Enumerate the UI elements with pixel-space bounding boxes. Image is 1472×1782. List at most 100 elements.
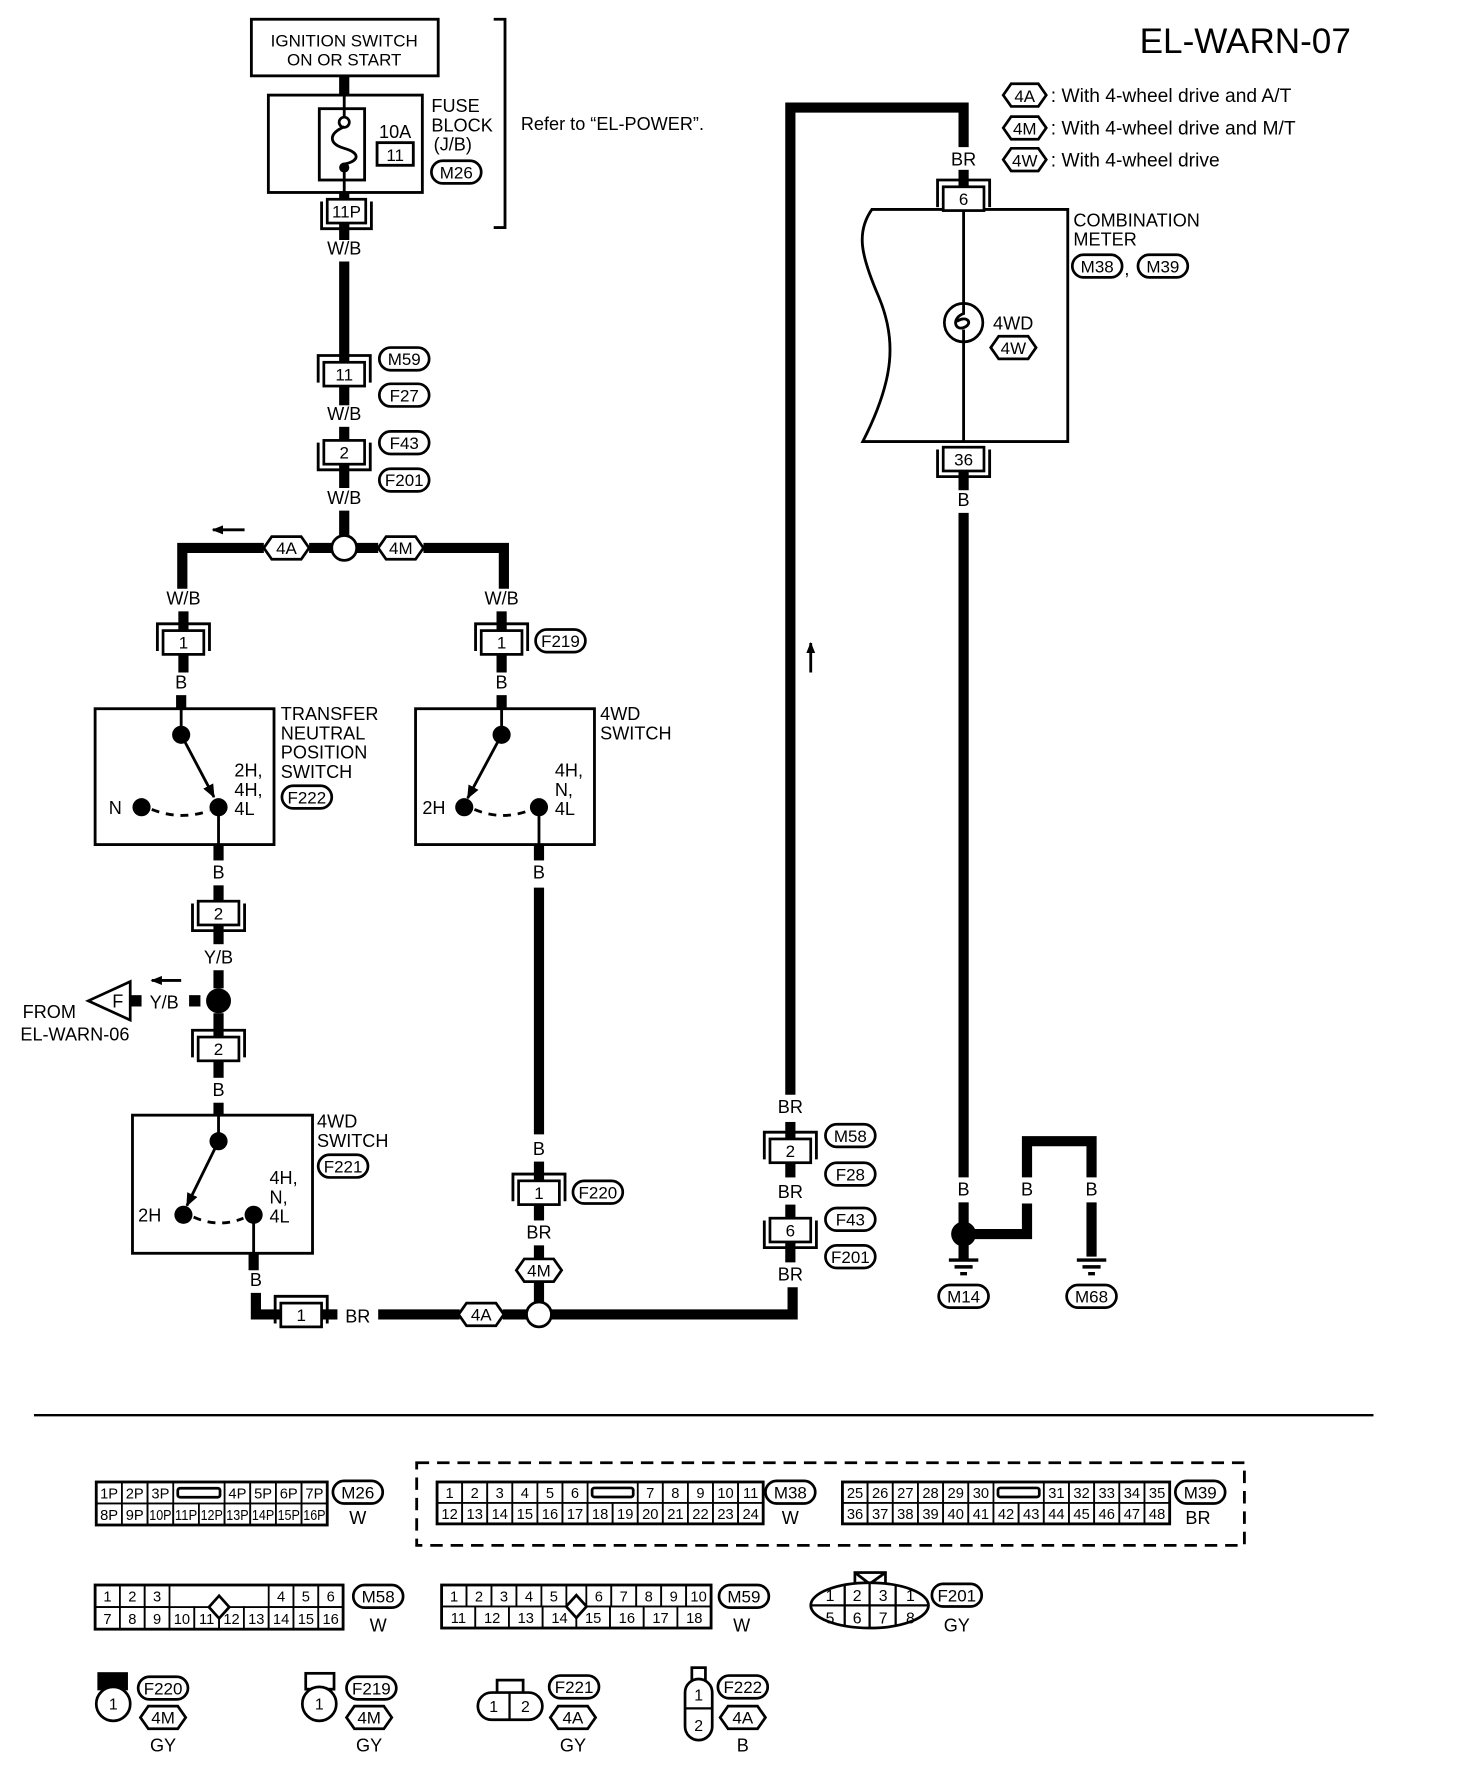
pin-label: 1 (315, 1697, 324, 1714)
switch-pivot (209, 1132, 228, 1151)
bulb-filament-icon (954, 303, 971, 342)
connector-color: BR (1185, 1508, 1210, 1528)
pin-label: 33 (1099, 1486, 1115, 1502)
wire-color-label: BR (778, 1097, 803, 1117)
pin-label: 6 (595, 1589, 603, 1605)
connector-key-diamond (564, 1593, 589, 1620)
wire-color-label: BR (778, 1264, 803, 1284)
pin-label: 3 (879, 1588, 888, 1605)
pin-label: 5 (546, 1486, 554, 1502)
pin-label: 5P (254, 1486, 272, 1502)
connector-ref-f219: F219 (534, 628, 587, 654)
inline-connector: 1 (155, 622, 211, 656)
connector-ref-label: F221 (324, 1157, 363, 1176)
connector-ref-m14: M14 (937, 1283, 990, 1309)
legend-item-4a: 4A : With 4-wheel drive and A/T (1001, 82, 1292, 108)
connector-pin-number: 2 (340, 444, 349, 463)
pin-label: 3 (153, 1590, 161, 1606)
pin-label: 1 (109, 1697, 118, 1714)
pin-label: 10 (174, 1612, 190, 1628)
pin-label: 12 (484, 1611, 500, 1627)
pin-label: 15 (517, 1507, 533, 1523)
combination-meter-connector-group (415, 1461, 1246, 1547)
connector-pin-number: 6 (786, 1221, 795, 1240)
connector-ref-m59: M59 (377, 346, 431, 372)
connector-shell (191, 903, 246, 933)
connector-key-slot (590, 1486, 635, 1499)
inline-connector: 1 (273, 1294, 329, 1329)
pin-label: 6P (280, 1486, 298, 1502)
connector-ref-m26: M26 (430, 159, 483, 185)
connector-ref-outline (824, 1244, 877, 1270)
connector-ref-label: M26 (341, 1483, 374, 1502)
pin-label: 8P (100, 1508, 118, 1524)
transfer-neutral-position-switch: N 2H, 4H, 4L TRANSFER NEUTRAL POSITION S… (93, 704, 378, 846)
connector-shell (474, 622, 530, 651)
pin-label: 13 (518, 1611, 534, 1627)
connector-view-label: M38 (764, 1479, 817, 1505)
splice-junction-filled (951, 1221, 977, 1247)
connector-ref-outline (345, 1675, 398, 1701)
option-tag-label: 4A (563, 1709, 584, 1728)
connector-outline (841, 1480, 1172, 1526)
inline-connector: 6 (762, 1216, 818, 1250)
option-tag-4w: 4W (989, 334, 1038, 361)
connector-terminal-box (479, 629, 524, 656)
pin-dividers (811, 1582, 928, 1629)
pin-label: 32 (1073, 1486, 1089, 1502)
legend: 4A : With 4-wheel drive and A/T 4M : Wit… (1001, 82, 1296, 173)
connector-ref-label: F43 (836, 1211, 865, 1230)
option-tag-4m: 4M (376, 535, 426, 561)
connector-shell (316, 442, 372, 472)
connector-outline (435, 1480, 765, 1526)
connector-ref-label: F220 (579, 1183, 618, 1202)
switch-box (414, 707, 596, 846)
option-tag-hexagon (514, 1257, 564, 1283)
connector-shell (320, 201, 373, 231)
pin-label: 16 (542, 1507, 558, 1523)
pin-label: 1 (446, 1486, 454, 1502)
option-tag: 4A (718, 1704, 768, 1731)
pin-label: 12P (201, 1508, 223, 1524)
option-tag-hexagon (718, 1704, 768, 1731)
connector-ref-outline (377, 382, 431, 408)
switch-box (93, 707, 276, 846)
pin-label: 41 (973, 1507, 989, 1523)
combination-meter: 4WD COMBINATION METER , (860, 208, 1200, 443)
wire-color-label: BR (345, 1306, 370, 1326)
wire-color-label: W/B (327, 488, 361, 508)
pin-label: 2P (126, 1486, 144, 1502)
connector-terminal-box (768, 1216, 813, 1244)
fuse-block-label: FUSE (431, 96, 479, 116)
connector-terminal-box (279, 1301, 323, 1329)
connector-shell (273, 1294, 329, 1324)
connector-pin-number: 1 (179, 634, 188, 653)
connector-color: GY (560, 1735, 586, 1755)
option-tag-hexagon (989, 334, 1038, 361)
wire-color-label: W/B (327, 239, 361, 259)
pin-label: 43 (1023, 1507, 1039, 1523)
pin-label: 18 (592, 1507, 608, 1523)
wire-color-label: W/B (166, 589, 200, 609)
inline-connector: 1 (511, 1172, 567, 1206)
option-tag-label: 4A (276, 539, 297, 558)
wire-color-label: B (250, 1270, 262, 1290)
wire-color-label: B (212, 863, 224, 883)
option-tag-hexagon (376, 535, 426, 561)
connector-ref-outline (377, 467, 431, 493)
wires (130, 74, 1097, 1320)
pin-label: 2 (521, 1699, 530, 1716)
option-tag-label: 4A (732, 1709, 753, 1728)
pin-label: 14P (252, 1508, 274, 1524)
connector-outline (440, 1583, 713, 1630)
connector-ref-outline (534, 628, 587, 654)
ground-icon (1076, 1258, 1107, 1276)
pin-label: 14 (551, 1611, 567, 1627)
component-label: 4WD (317, 1112, 357, 1132)
wire-color-label: B (1085, 1180, 1097, 1200)
connector-ref-m38: M38 (1070, 253, 1124, 279)
component-label: NEUTRAL (281, 723, 366, 743)
